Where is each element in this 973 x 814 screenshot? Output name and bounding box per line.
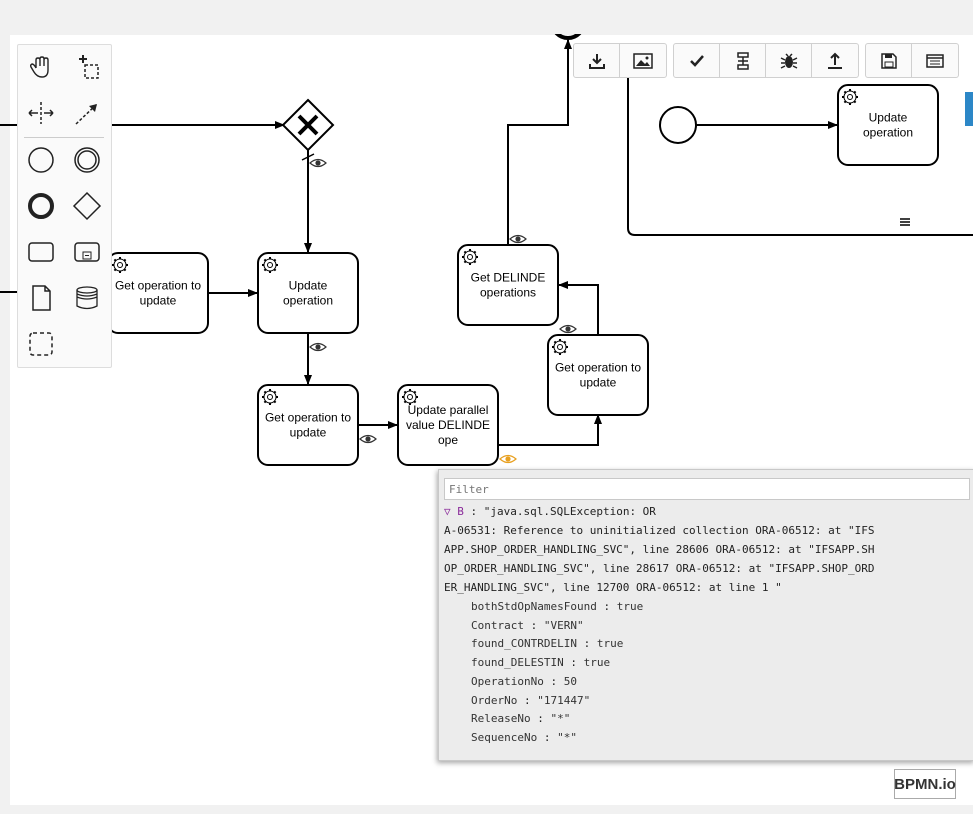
property-row: OperationNo : 50	[471, 674, 577, 688]
bug-icon[interactable]	[766, 44, 812, 77]
intermediate-event-icon[interactable]	[69, 142, 105, 178]
exclusive-gateway[interactable]	[281, 98, 335, 152]
property-row: OrderNo : "171447"	[471, 693, 591, 707]
panel-icon[interactable]	[912, 44, 957, 77]
task-label: update	[290, 426, 327, 440]
eye-icon[interactable]	[309, 158, 327, 168]
save-icon[interactable]	[866, 44, 912, 77]
error-text-line: OP_ORDER_HANDLING_SVC", line 28617 ORA-0…	[444, 562, 875, 575]
property-value: 50	[563, 674, 577, 688]
task-label: operations	[480, 286, 536, 300]
gear-icon	[551, 338, 569, 356]
global-connect-tool-icon[interactable]	[69, 95, 105, 131]
property-key: SequenceNo	[471, 730, 538, 744]
debug-console: ▽ B : "java.sql.SQLException: OR A-06531…	[438, 469, 973, 761]
eye-icon[interactable]	[559, 324, 577, 334]
property-row: found_CONTRDELIN : true	[471, 637, 624, 651]
property-key: bothStdOpNamesFound	[471, 600, 597, 613]
task-label: update	[140, 294, 177, 308]
tools-toolbar-group	[673, 43, 859, 78]
error-summary[interactable]: ▽ B : "java.sql.SQLException: OR	[444, 505, 656, 518]
property-value: true	[596, 637, 624, 651]
property-row: found_DELESTIN : true	[471, 656, 611, 670]
image-icon[interactable]	[620, 44, 665, 77]
start-event-icon[interactable]	[23, 142, 59, 178]
subprocess-marker-icon	[900, 218, 910, 226]
task-label: Update parallel	[408, 403, 489, 417]
check-icon[interactable]	[674, 44, 720, 77]
property-key: found_CONTRDELIN	[471, 637, 577, 651]
error-text-line: APP.SHOP_ORDER_HANDLING_SVC", line 28606…	[444, 543, 875, 556]
property-value: true	[616, 600, 644, 613]
eye-icon[interactable]	[359, 434, 377, 444]
property-key: Contract	[471, 618, 524, 632]
task-label: value DELINDE	[406, 418, 490, 432]
sequence-flow[interactable]	[498, 414, 602, 446]
task-label: ope	[438, 433, 458, 447]
property-key: OrderNo	[471, 693, 518, 707]
subprocess-icon[interactable]	[69, 234, 105, 270]
property-key: OperationNo	[471, 674, 544, 688]
tool-palette	[17, 44, 112, 368]
hand-tool-icon[interactable]	[23, 49, 59, 85]
gateway-icon[interactable]	[69, 188, 105, 224]
error-text-line: A-06531: Reference to uninitialized coll…	[444, 524, 875, 537]
property-value: "*"	[550, 712, 571, 726]
eye-icon[interactable]	[509, 234, 527, 244]
filter-field	[444, 478, 973, 500]
property-row: SequenceNo : "*"	[471, 730, 577, 744]
eye-icon[interactable]	[309, 342, 327, 352]
property-row: ReleaseNo : "*"	[471, 712, 571, 726]
property-key: found_DELESTIN	[471, 656, 564, 670]
error-toggle[interactable]: ▽ B	[444, 505, 464, 518]
task-label: Update	[289, 279, 328, 293]
space-tool-icon[interactable]	[23, 95, 59, 131]
property-row: Contract : "VERN"	[471, 618, 584, 632]
property-value: "*"	[557, 730, 577, 744]
error-text-line: ER_HANDLING_SVC", line 12700 ORA-06512: …	[444, 581, 782, 594]
end-event-icon[interactable]	[23, 188, 59, 224]
task-icon[interactable]	[23, 234, 59, 270]
data-store-icon[interactable]	[69, 280, 105, 316]
property-row: bothStdOpNamesFound : true	[471, 600, 644, 613]
bpmn-io-logo[interactable]: BPMN.io	[894, 769, 956, 799]
task-label: Get operation to	[115, 279, 201, 293]
property-value: "171447"	[537, 693, 591, 707]
property-value: "VERN"	[543, 618, 584, 632]
subprocess-container[interactable]	[627, 75, 973, 236]
sequence-flow[interactable]	[558, 281, 599, 334]
download-icon[interactable]	[574, 44, 620, 77]
start-event[interactable]	[659, 106, 697, 144]
task-label: Update	[869, 111, 908, 125]
file-toolbar-group	[865, 43, 959, 78]
task-label: Get operation to	[265, 411, 351, 425]
properties-panel-toggle[interactable]	[965, 92, 973, 126]
filter-input[interactable]	[445, 479, 973, 499]
lasso-tool-icon[interactable]	[69, 49, 105, 85]
task-label: Get DELINDE	[471, 271, 546, 285]
property-value: true	[583, 656, 611, 670]
eye-icon[interactable]	[499, 454, 517, 464]
task-label: Get operation to	[555, 361, 641, 375]
default-flow-marker	[301, 153, 315, 161]
task-label: update	[580, 376, 617, 390]
task-label: operation	[283, 294, 333, 308]
distribute-icon[interactable]	[720, 44, 766, 77]
gear-icon	[841, 88, 859, 106]
upload-icon[interactable]	[812, 44, 857, 77]
property-key: ReleaseNo	[471, 712, 531, 726]
task-label: operation	[863, 126, 913, 140]
data-object-icon[interactable]	[23, 280, 59, 316]
export-toolbar-group	[573, 43, 667, 78]
sequence-flow[interactable]	[507, 39, 572, 244]
group-icon[interactable]	[23, 326, 59, 362]
